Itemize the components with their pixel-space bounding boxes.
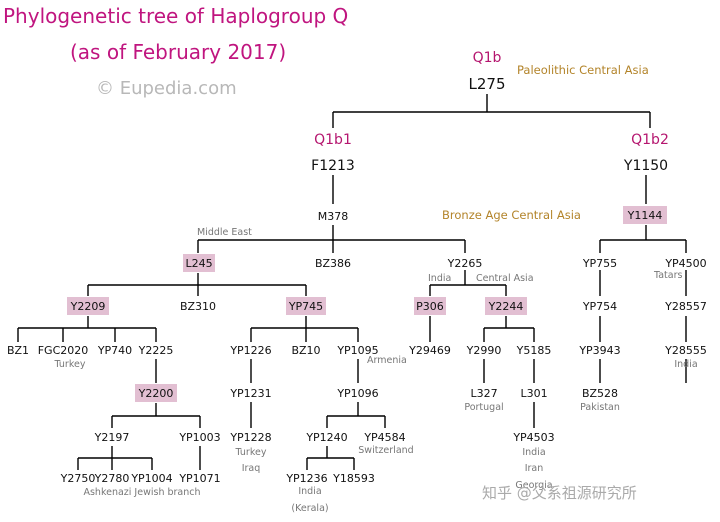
highlight-y2244 bbox=[485, 297, 527, 315]
node-y1144: Y1144 bbox=[627, 209, 663, 222]
node-y2244: Y2244 bbox=[488, 300, 524, 313]
geo-india: India bbox=[428, 273, 451, 284]
node-y2197: Y2197 bbox=[94, 431, 130, 444]
geo-turkey-2: Turkey bbox=[235, 447, 267, 458]
node-yp754: YP754 bbox=[582, 300, 617, 313]
node-yp1095: YP1095 bbox=[336, 344, 378, 357]
node-l327: L327 bbox=[470, 387, 497, 400]
node-bz310: BZ310 bbox=[180, 300, 216, 313]
highlight-y1144 bbox=[623, 206, 667, 224]
node-yp1226: YP1226 bbox=[229, 344, 271, 357]
node-yp1240: YP1240 bbox=[305, 431, 347, 444]
highlight-l245 bbox=[183, 254, 215, 272]
geo-pakistan: Pakistan bbox=[580, 402, 620, 413]
node-yp4500: YP4500 bbox=[664, 257, 706, 270]
node-labels: Q1b L275 Paleolithic Central Asia Q1b1 F… bbox=[7, 50, 707, 514]
node-l275: L275 bbox=[469, 75, 506, 93]
node-bz528: BZ528 bbox=[582, 387, 618, 400]
geo-kerala: (Kerala) bbox=[291, 503, 328, 514]
geo-middle-east: Middle East bbox=[197, 227, 252, 238]
node-y18593: Y18593 bbox=[332, 472, 375, 485]
geo-india-3: India bbox=[298, 486, 321, 497]
node-y2990: Y2990 bbox=[466, 344, 502, 357]
node-y2225: Y2225 bbox=[138, 344, 174, 357]
geo-turkey: Turkey bbox=[54, 359, 86, 370]
node-yp3943: YP3943 bbox=[578, 344, 620, 357]
node-bz1: BZ1 bbox=[7, 344, 29, 357]
node-yp1004: YP1004 bbox=[130, 472, 172, 485]
node-y1150: Y1150 bbox=[623, 158, 668, 174]
node-y29469: Y29469 bbox=[408, 344, 451, 357]
node-y2200: Y2200 bbox=[138, 387, 174, 400]
node-yp4503: YP4503 bbox=[512, 431, 554, 444]
node-y2780: Y2780 bbox=[94, 472, 130, 485]
highlight-yp745 bbox=[286, 297, 326, 315]
geo-india-2: India bbox=[522, 447, 545, 458]
geo-switzerland: Switzerland bbox=[358, 445, 413, 456]
node-q1b: Q1b bbox=[473, 50, 502, 66]
node-l245: L245 bbox=[185, 257, 212, 270]
node-yp740: YP740 bbox=[97, 344, 132, 357]
geo-central-asia: Central Asia bbox=[476, 273, 534, 284]
node-y2750: Y2750 bbox=[60, 472, 96, 485]
node-y28555: Y28555 bbox=[664, 344, 707, 357]
node-l301: L301 bbox=[520, 387, 547, 400]
geo-tatars: Tatars bbox=[653, 270, 683, 281]
node-y5185: Y5185 bbox=[516, 344, 552, 357]
header-date: (as of February 2017) bbox=[70, 40, 287, 64]
node-yp1003: YP1003 bbox=[178, 431, 220, 444]
geo-iraq: Iraq bbox=[242, 463, 261, 474]
node-bz386: BZ386 bbox=[315, 257, 351, 270]
node-q1b2: Q1b2 bbox=[631, 132, 669, 148]
node-yp1096: YP1096 bbox=[336, 387, 378, 400]
node-yp755: YP755 bbox=[582, 257, 617, 270]
era-paleolithic: Paleolithic Central Asia bbox=[517, 63, 649, 77]
node-m378: M378 bbox=[318, 210, 349, 223]
geo-ashkenazi: Ashkenazi Jewish branch bbox=[83, 487, 200, 498]
header-title: Phylogenetic tree of Haplogroup Q bbox=[3, 4, 349, 28]
geo-india-right: India bbox=[674, 359, 697, 370]
node-fgc2020: FGC2020 bbox=[38, 344, 89, 357]
watermark-text: 知乎 @父系祖源研究所 bbox=[482, 484, 637, 502]
node-y2265: Y2265 bbox=[447, 257, 483, 270]
geo-georgia: Georgia bbox=[515, 480, 552, 491]
node-yp1236: YP1236 bbox=[285, 472, 327, 485]
copyright-notice: © Eupedia.com bbox=[96, 78, 237, 99]
highlight-y2209 bbox=[67, 297, 109, 315]
geo-portugal: Portugal bbox=[464, 402, 503, 413]
node-yp1071: YP1071 bbox=[178, 472, 220, 485]
node-yp1228: YP1228 bbox=[229, 431, 271, 444]
highlights bbox=[67, 206, 667, 402]
node-p306: P306 bbox=[416, 300, 444, 313]
node-yp1231: YP1231 bbox=[229, 387, 271, 400]
node-yp745: YP745 bbox=[288, 300, 323, 313]
node-y28557: Y28557 bbox=[664, 300, 707, 313]
geo-iran: Iran bbox=[525, 463, 544, 474]
highlight-p306 bbox=[414, 297, 446, 315]
node-y2209: Y2209 bbox=[70, 300, 106, 313]
highlight-y2200 bbox=[135, 384, 177, 402]
node-q1b1: Q1b1 bbox=[314, 132, 352, 148]
era-bronze-age: Bronze Age Central Asia bbox=[442, 208, 581, 222]
geo-armenia: Armenia bbox=[367, 355, 407, 366]
node-bz10: BZ10 bbox=[291, 344, 320, 357]
node-f1213: F1213 bbox=[311, 158, 355, 174]
node-yp4584: YP4584 bbox=[363, 431, 405, 444]
tree-lines bbox=[17, 94, 687, 470]
